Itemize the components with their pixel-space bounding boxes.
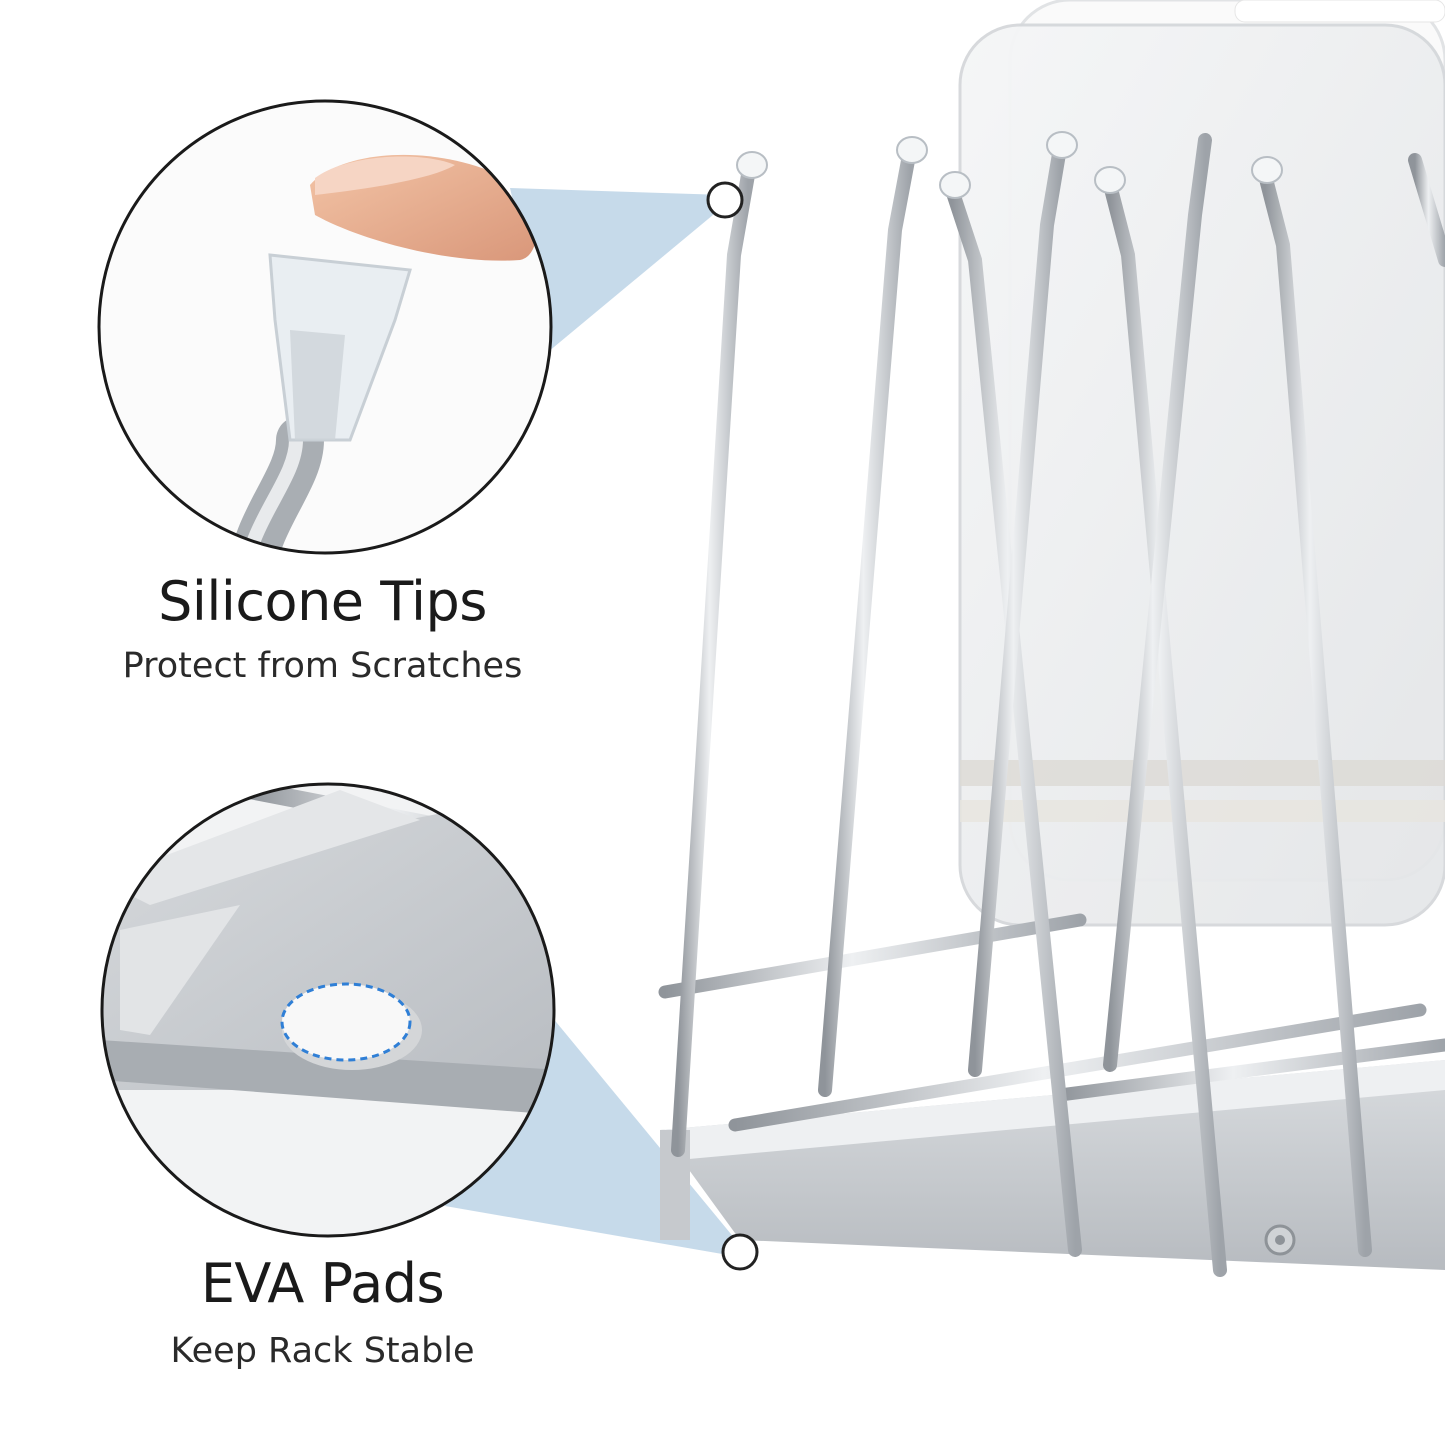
eva-pad-closeup (100, 782, 556, 1238)
callout-cone-top (510, 188, 725, 352)
callout-marker-top (706, 181, 744, 219)
eva-pad (282, 984, 410, 1060)
silicone-tips (736, 131, 1283, 199)
callout-marker-bottom (721, 1233, 759, 1271)
silicone-tip-closeup (97, 99, 553, 555)
feature-title-silicone-tips: Silicone Tips (158, 570, 487, 633)
feature-title-eva-pads: EVA Pads (200, 1252, 445, 1315)
feature-subtitle-eva-pads: Keep Rack Stable (170, 1331, 475, 1371)
eva-pad-outline (280, 982, 412, 1062)
rack-rods (671, 133, 1445, 1277)
rack-crossbars (658, 913, 1445, 1132)
rack-tray (660, 1060, 1445, 1270)
feature-subtitle-silicone-tips: Protect from Scratches (122, 646, 523, 686)
